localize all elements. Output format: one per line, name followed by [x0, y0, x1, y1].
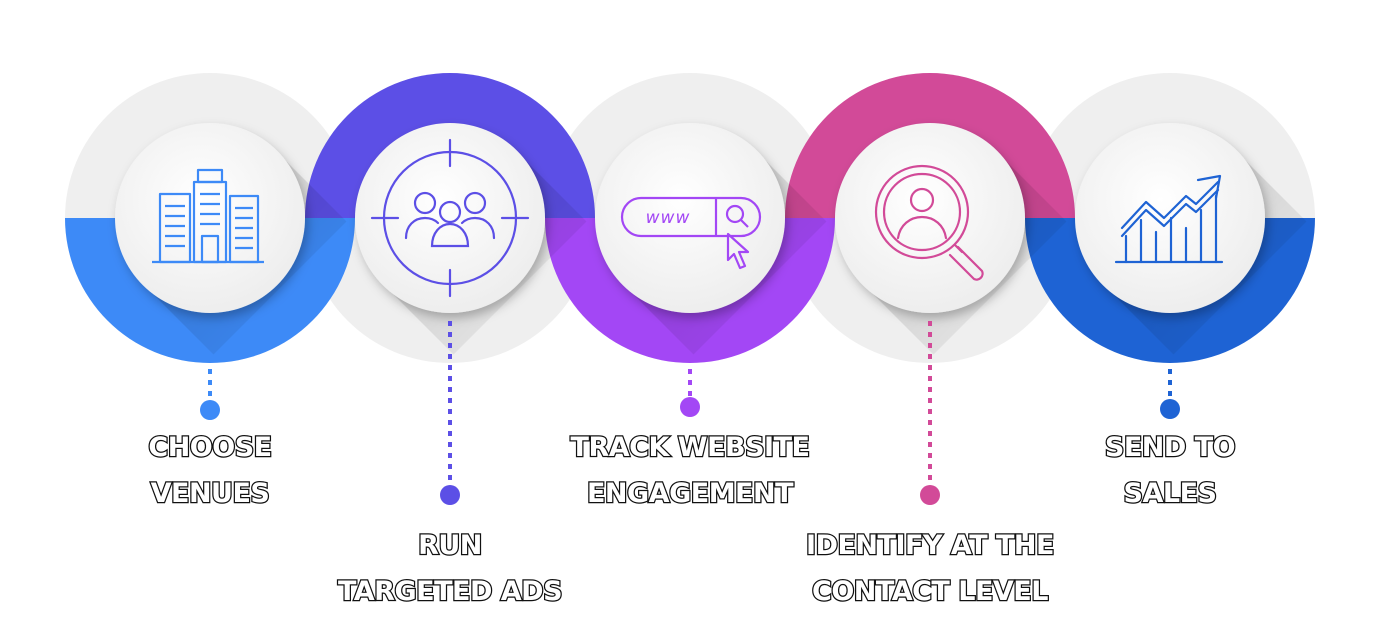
step-label-1: CHOOSE VENUES [50, 425, 370, 517]
connectors [200, 321, 1180, 505]
step-label-line: TRACK WEBSITE [569, 431, 811, 465]
icon-disc-1 [115, 123, 305, 313]
step-label-line: RUN [417, 529, 484, 563]
step-label-line: SALES [1122, 477, 1218, 511]
connector-dot [200, 400, 220, 420]
buildings-icon [152, 168, 264, 264]
step-label-line: IDENTIFY AT THE [805, 529, 1056, 563]
icon-disc-2 [355, 123, 545, 313]
www-label: www [646, 208, 691, 228]
connector-dot [680, 397, 700, 417]
step-label-5: SEND TO SALES [1010, 425, 1330, 517]
step-label-line: ENGAGEMENT [586, 477, 795, 511]
icon-discs [115, 123, 1265, 313]
connector-dot [440, 485, 460, 505]
step-label-2: RUN TARGETED ADS [290, 523, 610, 615]
target-audience-icon [370, 138, 530, 298]
website-search-icon: www [620, 196, 762, 270]
step-label-line: SEND TO [1104, 431, 1237, 465]
connector-dot [920, 485, 940, 505]
step-label-3: TRACK WEBSITE ENGAGEMENT [530, 425, 850, 517]
step-label-line: CONTACT LEVEL [811, 575, 1050, 609]
growth-chart-icon [1114, 174, 1224, 264]
step-label-line: VENUES [149, 477, 271, 511]
contact-search-icon [874, 164, 984, 281]
step-label-line: CHOOSE [147, 431, 273, 465]
icon-disc-3 [595, 123, 785, 313]
connector-dot [1160, 399, 1180, 419]
step-label-line: TARGETED ADS [337, 575, 564, 609]
step-label-4: IDENTIFY AT THE CONTACT LEVEL [770, 523, 1090, 615]
